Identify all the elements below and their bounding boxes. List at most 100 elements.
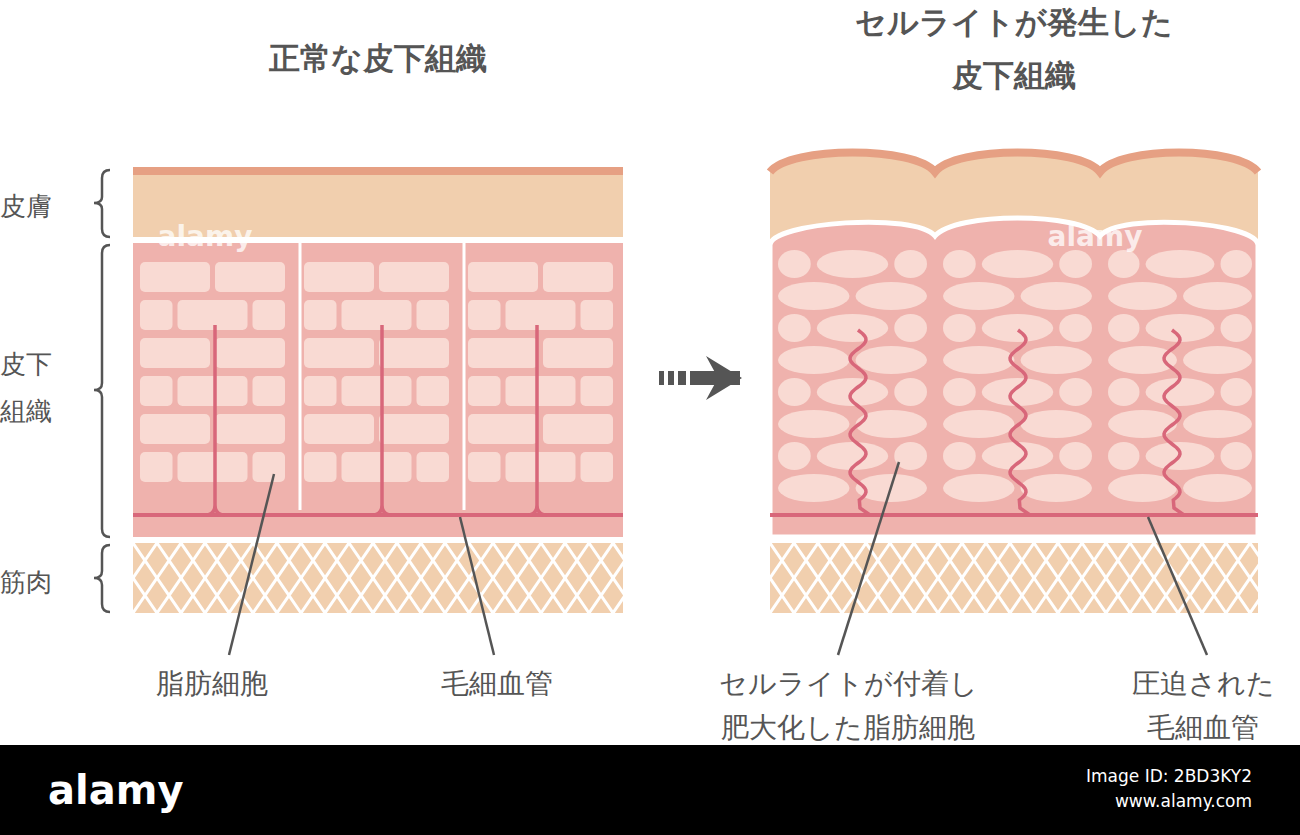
fat-cell [817, 250, 889, 278]
fat-cell [778, 314, 811, 342]
fat-cell [1059, 250, 1092, 278]
fat-cell [178, 300, 248, 330]
fat-cell [379, 414, 449, 444]
fat-cell [468, 300, 501, 330]
capillary [1010, 330, 1030, 515]
fat-cell [468, 338, 538, 368]
tissue-panel: 正常な皮下組織 [133, 0, 623, 615]
brace [94, 545, 110, 612]
fat-cell [140, 376, 173, 406]
fat-cell [140, 300, 173, 330]
fat-cell [1059, 442, 1092, 470]
fat-cell [1108, 410, 1177, 438]
fat-cell [1021, 474, 1093, 502]
normal-tissue [133, 167, 623, 613]
fat-cell [778, 410, 850, 438]
watermark: alamy [140, 215, 270, 259]
fat-cell [1059, 378, 1092, 406]
fat-cell [506, 376, 576, 406]
fat-cell [1108, 378, 1140, 406]
fat-cell [778, 442, 811, 470]
fat-cell [1221, 314, 1253, 342]
septum [463, 243, 466, 510]
capillary [850, 330, 870, 515]
leader-line [1148, 517, 1207, 655]
fat-cell [379, 262, 449, 292]
fat-cell [778, 474, 850, 502]
fat-cell [943, 282, 1015, 310]
fat-cell [982, 378, 1054, 406]
fat-cell [215, 338, 285, 368]
fat-cell [1021, 410, 1093, 438]
braces [94, 170, 110, 612]
fat-cell [253, 300, 286, 330]
brace [94, 170, 110, 237]
fat-cell [417, 452, 450, 482]
cellulite-tissue [770, 153, 1258, 614]
fat-cell [178, 376, 248, 406]
part-label: 脂肪細胞 [137, 662, 287, 706]
fat-cell [178, 452, 248, 482]
fat-cell [543, 338, 613, 368]
fat-cell [506, 452, 576, 482]
fat-cell [943, 442, 976, 470]
fat-cell [1183, 474, 1252, 502]
capillaries [133, 325, 623, 515]
fat-cell [468, 376, 501, 406]
fat-cell [1221, 442, 1253, 470]
fat-cell [894, 442, 927, 470]
fat-cell [140, 338, 210, 368]
watermark: alamy [1030, 215, 1160, 259]
fat-cell [140, 262, 210, 292]
fat-cell [982, 314, 1054, 342]
fat-cell [417, 300, 450, 330]
fat-cell [1183, 410, 1252, 438]
fat-cell [943, 314, 976, 342]
leader-line [229, 474, 274, 655]
capillary [527, 325, 547, 515]
fat-cell [817, 314, 889, 342]
fat-cells [140, 262, 613, 482]
brace [94, 245, 110, 537]
fat-cell [543, 262, 613, 292]
capillary [372, 325, 392, 515]
leader-lines [229, 462, 1207, 655]
fat-cell [253, 376, 286, 406]
fat-cell [253, 452, 286, 482]
fat-cell [304, 376, 337, 406]
fat-cell [1108, 346, 1177, 374]
layer-label: 皮下 組織 [0, 341, 60, 435]
fat-cell [894, 314, 927, 342]
fat-cell [943, 250, 976, 278]
fat-cell [506, 300, 576, 330]
panel-title: セルライトが発生した 皮下組織 [814, 0, 1214, 101]
fat-cell [417, 376, 450, 406]
fat-cell [1183, 346, 1252, 374]
skin-surface [133, 167, 623, 175]
fat-cell [1021, 346, 1093, 374]
fat-cell [1221, 250, 1253, 278]
fat-cell [856, 282, 928, 310]
image-id: Image ID: 2BD3KY2 [992, 764, 1252, 788]
fat-cell [1108, 442, 1140, 470]
fat-cell [943, 474, 1015, 502]
fat-cell [943, 378, 976, 406]
fat-cell [1221, 378, 1253, 406]
fat-cell [943, 410, 1015, 438]
part-label: 圧迫された 毛細血管 [1113, 662, 1293, 750]
fat-cell [1146, 378, 1215, 406]
leader-line [838, 462, 899, 655]
skin-surface [770, 153, 1258, 173]
subcutaneous-layer [770, 218, 1258, 537]
fat-cell [778, 378, 811, 406]
fat-cell [304, 414, 374, 444]
fat-cell [1108, 250, 1140, 278]
fat-cell [1146, 250, 1215, 278]
skin-layer [770, 153, 1258, 538]
fat-cell [894, 378, 927, 406]
leader-line [460, 517, 494, 655]
compressed-capillaries [770, 330, 1258, 515]
fat-cell [342, 300, 412, 330]
